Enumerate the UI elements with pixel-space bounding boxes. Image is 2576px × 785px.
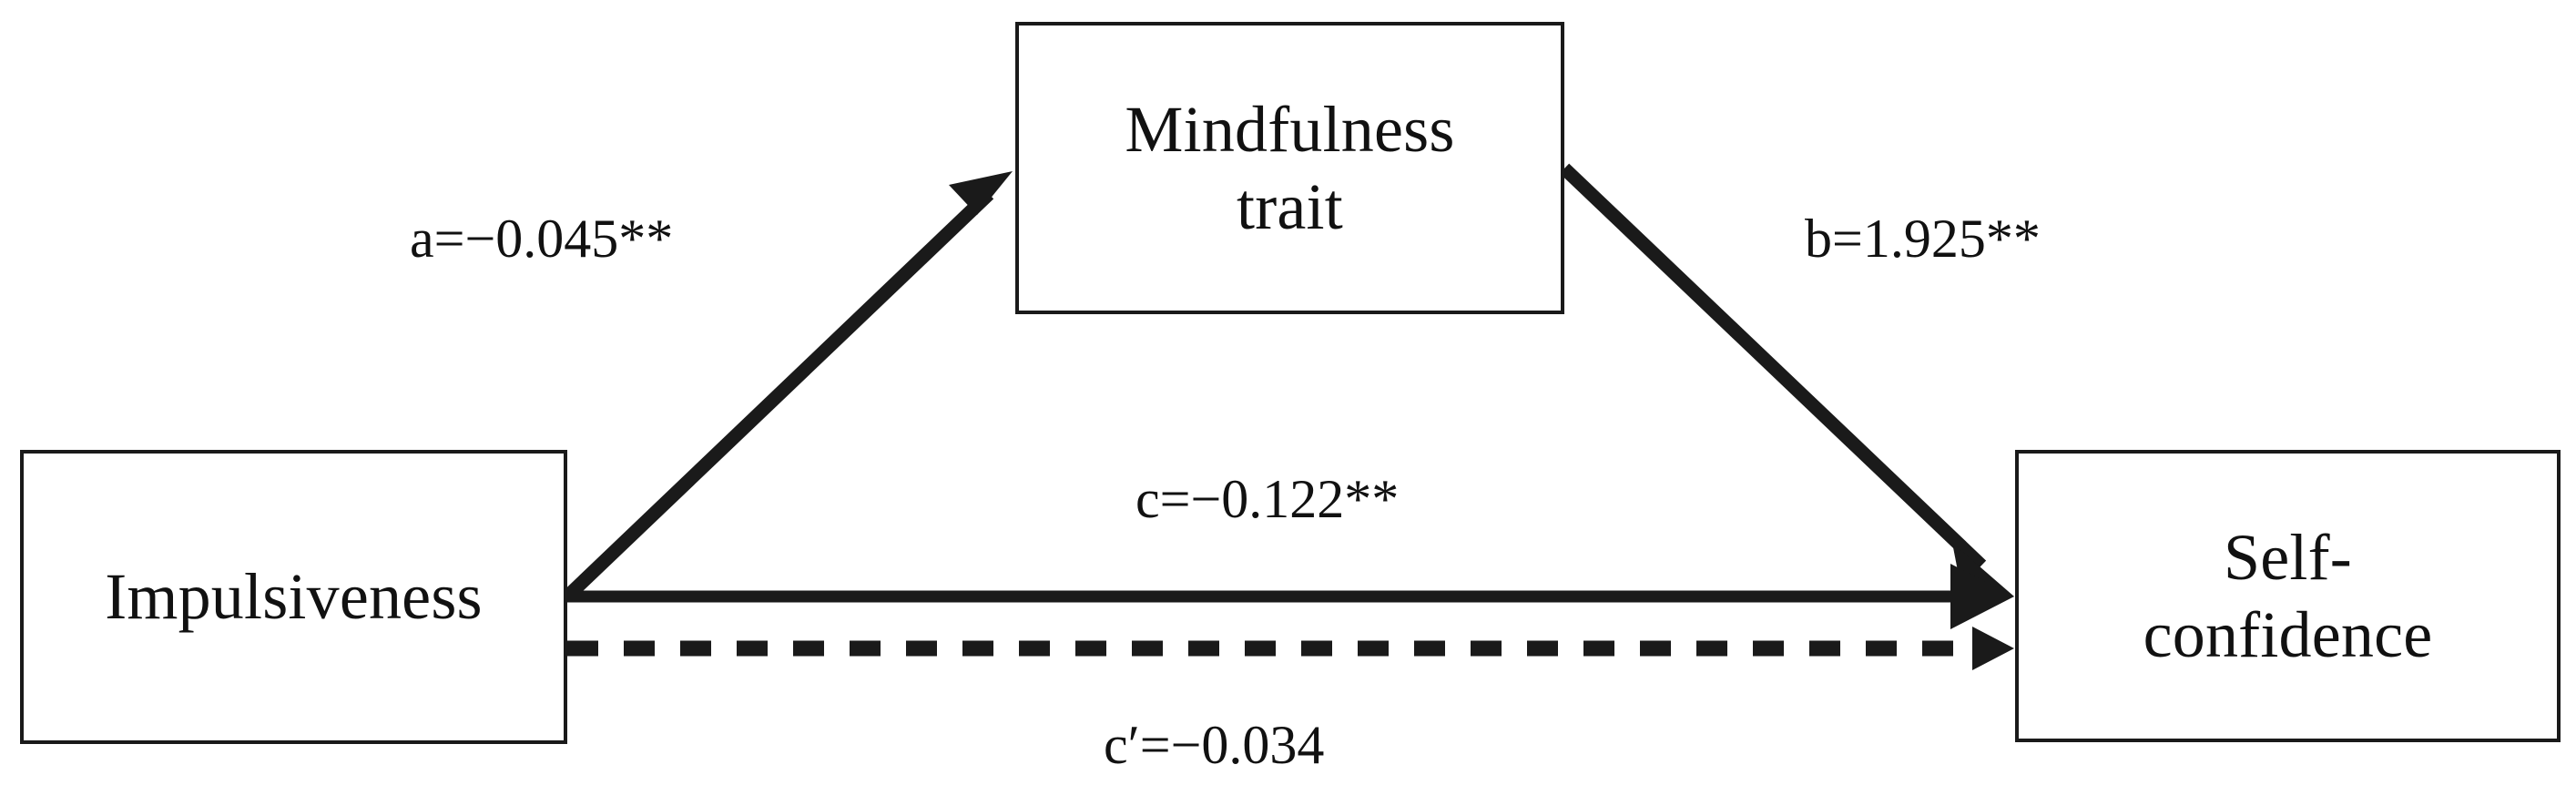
node-label-mindfulness-trait: Mindfulness trait [1125, 92, 1455, 243]
node-label-self-confidence: Self- confidence [2143, 520, 2433, 671]
node-box-mindfulness-trait: Mindfulness trait [1015, 22, 1564, 314]
path-label-c: c=−0.122** [1135, 469, 1400, 529]
node-box-impulsiveness: Impulsiveness [20, 450, 567, 744]
path-label-c-prime: c′=−0.034 [1104, 715, 1325, 775]
node-label-impulsiveness: Impulsiveness [105, 560, 483, 634]
path-label-a: a=−0.045** [410, 209, 674, 269]
node-box-self-confidence: Self- confidence [2015, 450, 2561, 742]
path-label-b: b=1.925** [1805, 209, 2041, 269]
path-c-arrow [567, 564, 2014, 629]
path-c-prime-arrow [567, 627, 2014, 670]
